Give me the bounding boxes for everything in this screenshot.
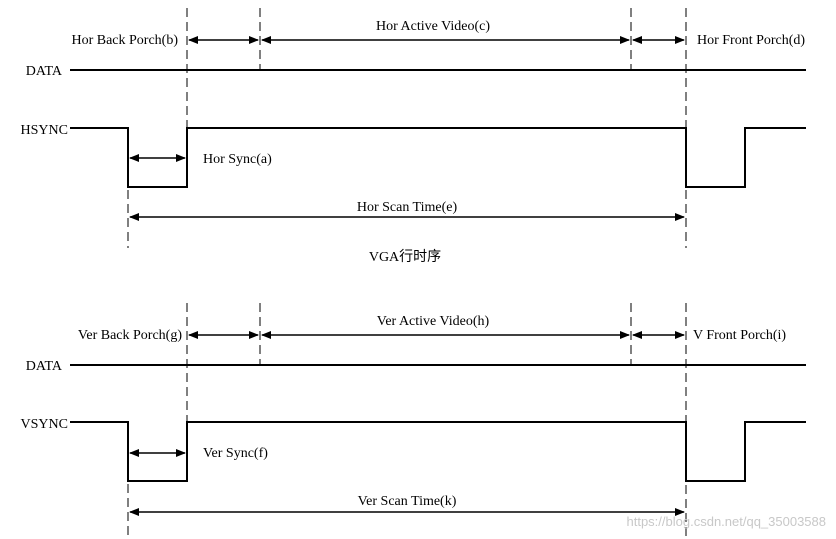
v-data-label: DATA (26, 359, 63, 374)
h-scan-time-label: Hor Scan Time(e) (357, 200, 458, 215)
h-back-porch-label: Hor Back Porch(b) (71, 33, 178, 48)
h-timing-caption: VGA行时序 (369, 249, 441, 265)
horizontal-timing: Hor Back Porch(b) Hor Active Video(c) Ho… (21, 8, 806, 265)
vsync-label: VSYNC (21, 417, 68, 432)
h-data-label: DATA (26, 64, 63, 79)
h-front-porch-label: Hor Front Porch(d) (697, 33, 805, 48)
v-sync-label: Ver Sync(f) (203, 446, 268, 461)
vsync-waveform (70, 421, 806, 482)
v-back-porch-label: Ver Back Porch(g) (78, 328, 183, 343)
vertical-timing: Ver Back Porch(g) Ver Active Video(h) V … (21, 303, 806, 539)
v-scan-time-label: Ver Scan Time(k) (358, 494, 457, 509)
hsync-label: HSYNC (21, 123, 68, 138)
v-active-video-label: Ver Active Video(h) (377, 314, 490, 329)
watermark-text: https://blog.csdn.net/qq_35003588 (627, 514, 827, 529)
v-front-porch-label: V Front Porch(i) (693, 328, 786, 343)
hsync-waveform (70, 127, 806, 188)
h-active-video-label: Hor Active Video(c) (376, 19, 490, 34)
h-sync-label: Hor Sync(a) (203, 152, 272, 167)
